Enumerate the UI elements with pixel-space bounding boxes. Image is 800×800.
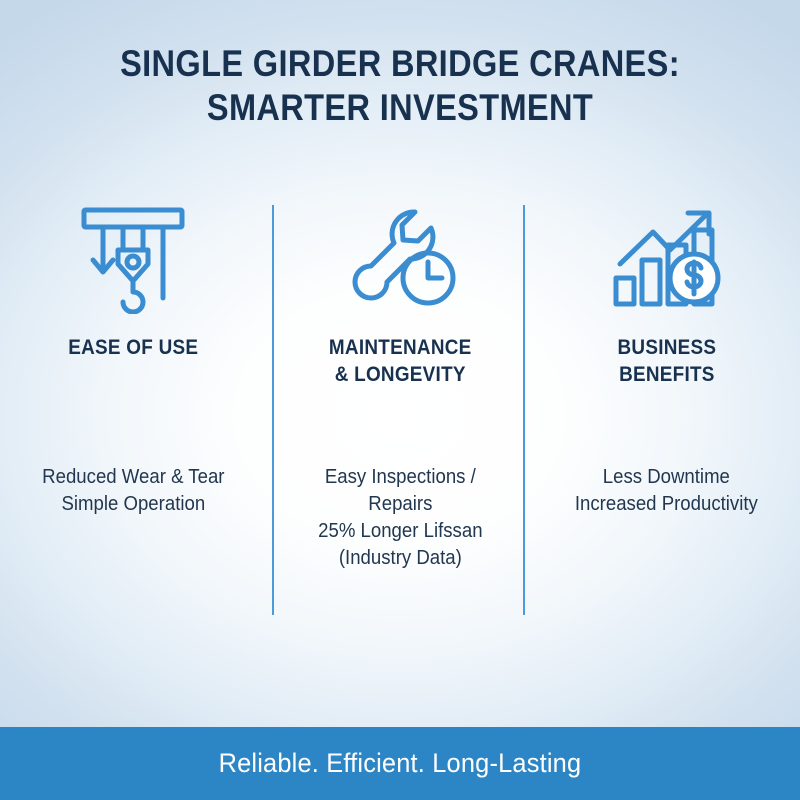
body-line: Less Downtime — [603, 466, 731, 488]
crane-hoist-icon — [74, 196, 192, 320]
feature-column-business-benefits: BUSINESS BENEFITS Less Downtime Increase… — [533, 196, 800, 626]
title-line-1: SINGLE GIRDER BRIDGE CRANES: — [120, 43, 680, 84]
feature-column-ease-of-use: EASE OF USE Reduced Wear & Tear Simple O… — [0, 196, 267, 626]
feature-column-maintenance-longevity: MAINTENANCE & LONGEVITY Easy Inspections… — [267, 196, 534, 626]
banner-tagline: Reliable. Efficient. Long-Lasting — [218, 748, 582, 778]
feature-heading-ease-of-use: EASE OF USE — [68, 334, 198, 361]
heading-line: BENEFITS — [618, 363, 715, 386]
bottom-banner: Reliable. Efficient. Long-Lasting — [0, 727, 800, 800]
column-divider-right — [523, 205, 525, 615]
body-line: Simple Operation — [61, 493, 206, 515]
feature-heading-maintenance-longevity: MAINTENANCE & LONGEVITY — [329, 334, 472, 388]
body-line: Reduced Wear & Tear — [42, 466, 225, 488]
wrench-clock-icon — [341, 196, 459, 320]
feature-body-ease-of-use: Reduced Wear & Tear Simple Operation — [9, 464, 257, 518]
feature-columns: EASE OF USE Reduced Wear & Tear Simple O… — [0, 196, 800, 626]
title-line-2: SMARTER INVESTMENT — [206, 87, 594, 128]
body-line: (Industry Data) — [338, 547, 462, 569]
feature-body-maintenance-longevity: Easy Inspections / Repairs 25% Longer Li… — [276, 464, 524, 572]
body-line: 25% Longer Lifssan — [317, 520, 483, 542]
column-divider-left — [272, 205, 274, 615]
body-line: Repairs — [367, 493, 433, 515]
heading-line: & LONGEVITY — [334, 363, 466, 386]
page-title: SINGLE GIRDER BRIDGE CRANES: SMARTER INV… — [0, 42, 800, 130]
body-line: Easy Inspections / — [324, 466, 476, 488]
heading-line: MAINTENANCE — [328, 336, 472, 359]
body-line: Increased Productivity — [575, 493, 759, 515]
feature-body-business-benefits: Less Downtime Increased Productivity — [543, 464, 791, 518]
heading-line: EASE OF USE — [68, 336, 199, 359]
growth-chart-dollar-icon — [608, 196, 726, 320]
heading-line: BUSINESS — [617, 336, 717, 359]
feature-heading-business-benefits: BUSINESS BENEFITS — [617, 334, 716, 388]
